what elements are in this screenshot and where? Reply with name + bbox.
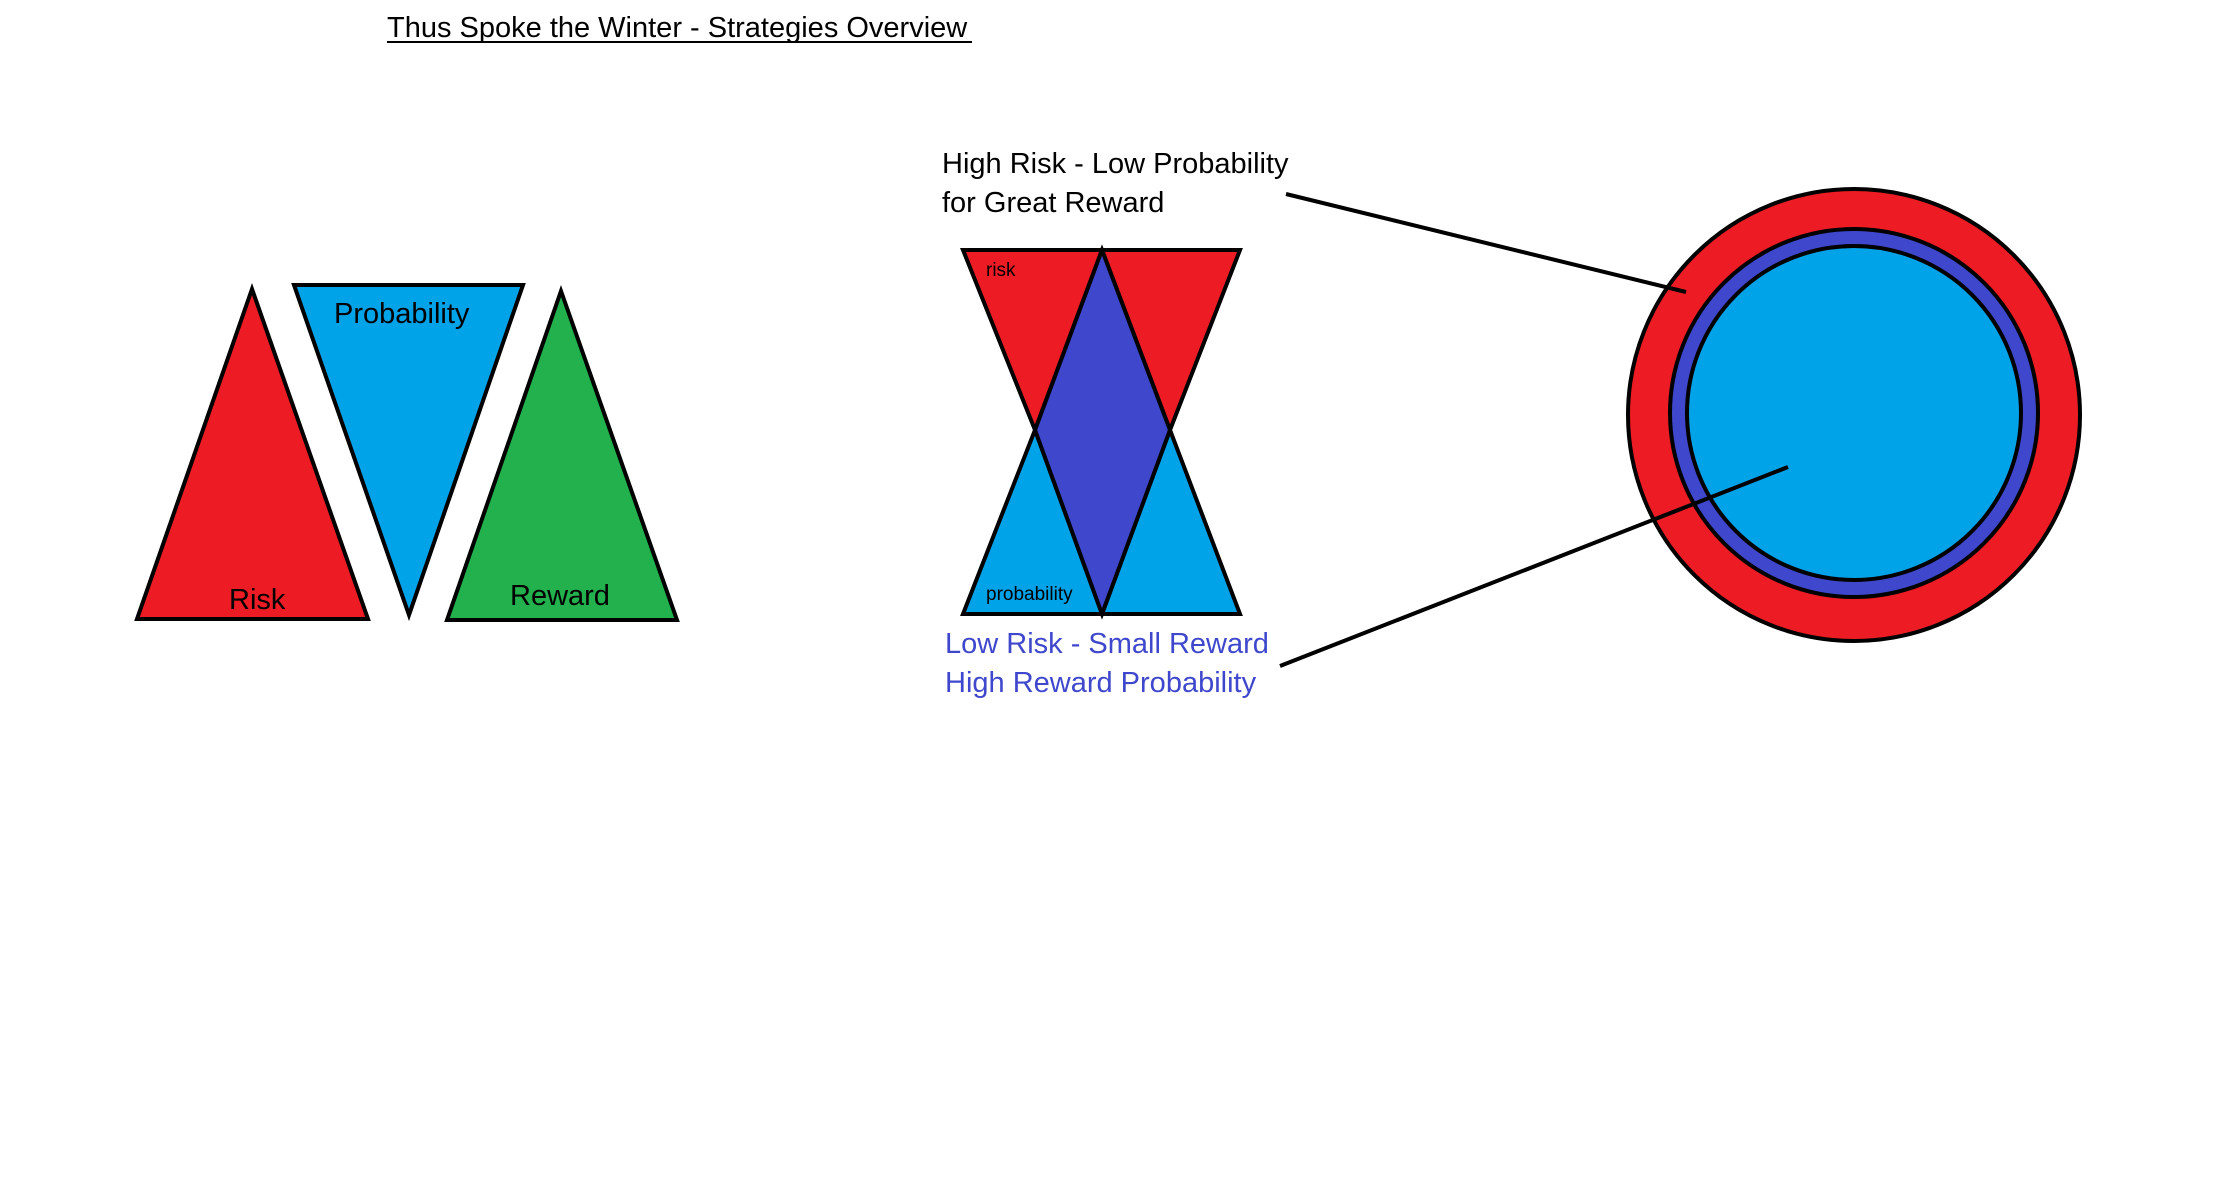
reward-label: Reward [510,580,610,612]
high-risk-note-line1: High Risk - Low Probability [942,148,1289,180]
hourglass-probability-label: probability [986,584,1073,605]
risk-label: Risk [229,584,286,616]
probability-triangle [291,283,526,622]
high-risk-note-line2: for Great Reward [942,187,1164,219]
risk-triangle [134,282,371,621]
inner-probability-core [1685,244,2023,582]
high-risk-connector [1285,192,1687,294]
low-risk-note-line1: Low Risk - Small Reward [945,628,1269,660]
hourglass-risk-label: risk [986,260,1016,281]
page-title: Thus Spoke the Winter - Strategies Overv… [387,12,968,44]
probability-label: Probability [334,298,470,330]
low-risk-connector [1279,465,1789,668]
overlap-diamond [1032,244,1173,620]
low-risk-note-line2: High Reward Probability [945,667,1257,699]
reward-triangle [444,284,680,622]
